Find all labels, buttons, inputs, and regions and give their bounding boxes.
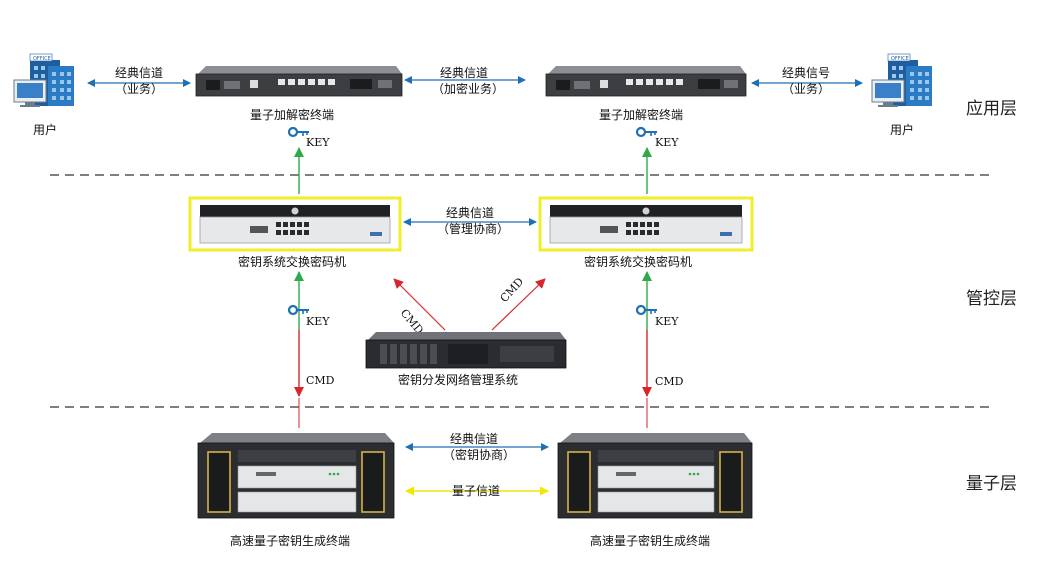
switch-left-device <box>199 205 391 244</box>
building-sign: OFFICE <box>33 56 51 62</box>
user-right-label: 用户 <box>890 122 914 137</box>
management-server-device <box>365 332 567 369</box>
key-label-mid-right: KEY <box>655 315 679 328</box>
encryptor-right-device <box>545 66 747 97</box>
qkd-left-device <box>197 433 395 519</box>
key-label-top-left: KEY <box>306 136 330 149</box>
layer-label-app: 应用层 <box>966 99 1017 119</box>
channel-encryptors-line1: 经典信道 <box>440 66 488 80</box>
channel-user-right-line2: （业务） <box>782 81 830 96</box>
user-right-icon: OFFICE <box>871 53 932 107</box>
key-icon <box>287 126 309 138</box>
quantum-channel-label: 量子信道 <box>452 484 500 498</box>
encryptor-left-label: 量子加解密终端 <box>250 107 334 122</box>
key-icon <box>287 304 309 316</box>
switch-right-label: 密钥系统交换密码机 <box>584 254 692 269</box>
channel-qkd-line2: （密钥协商） <box>443 447 515 462</box>
switch-right-highlight <box>538 196 754 252</box>
key-icon <box>635 126 657 138</box>
channel-encryptors-line2: （加密业务） <box>432 81 504 96</box>
building-sign: OFFICE <box>891 56 909 62</box>
switch-right-device <box>549 205 743 244</box>
switch-left-label: 密钥系统交换密码机 <box>238 254 346 269</box>
channel-user-left-line2: （业务） <box>115 81 163 96</box>
channel-user-left-line1: 经典信道 <box>115 66 163 80</box>
layer-label-control: 管控层 <box>966 289 1017 309</box>
cmd-arrow-diag-right <box>491 278 546 331</box>
layer-label-quantum: 量子层 <box>966 474 1017 494</box>
key-label-top-right: KEY <box>655 136 679 149</box>
switch-left-highlight <box>188 196 402 252</box>
encryptor-right-label: 量子加解密终端 <box>599 107 683 122</box>
management-label: 密钥分发网络管理系统 <box>398 372 518 387</box>
cmd-label-left: CMD <box>306 374 335 387</box>
cmd-label-right: CMD <box>655 375 684 388</box>
user-left-label: 用户 <box>33 122 57 137</box>
user-left-icon: OFFICE <box>13 53 74 107</box>
qkd-right-label: 高速量子密钥生成终端 <box>590 533 710 548</box>
encryptor-left-device <box>195 66 403 97</box>
channel-qkd-line1: 经典信道 <box>450 432 498 446</box>
key-icon <box>635 304 657 316</box>
cmd-arrow-diag-left <box>393 278 446 331</box>
channel-user-right-line1: 经典信号 <box>782 66 830 80</box>
channel-switches-line2: （管理协商） <box>437 221 509 236</box>
qkd-right-device <box>557 433 753 519</box>
channel-switches-line1: 经典信道 <box>446 206 494 220</box>
qkd-left-label: 高速量子密钥生成终端 <box>230 533 350 548</box>
key-label-mid-left: KEY <box>306 315 330 328</box>
